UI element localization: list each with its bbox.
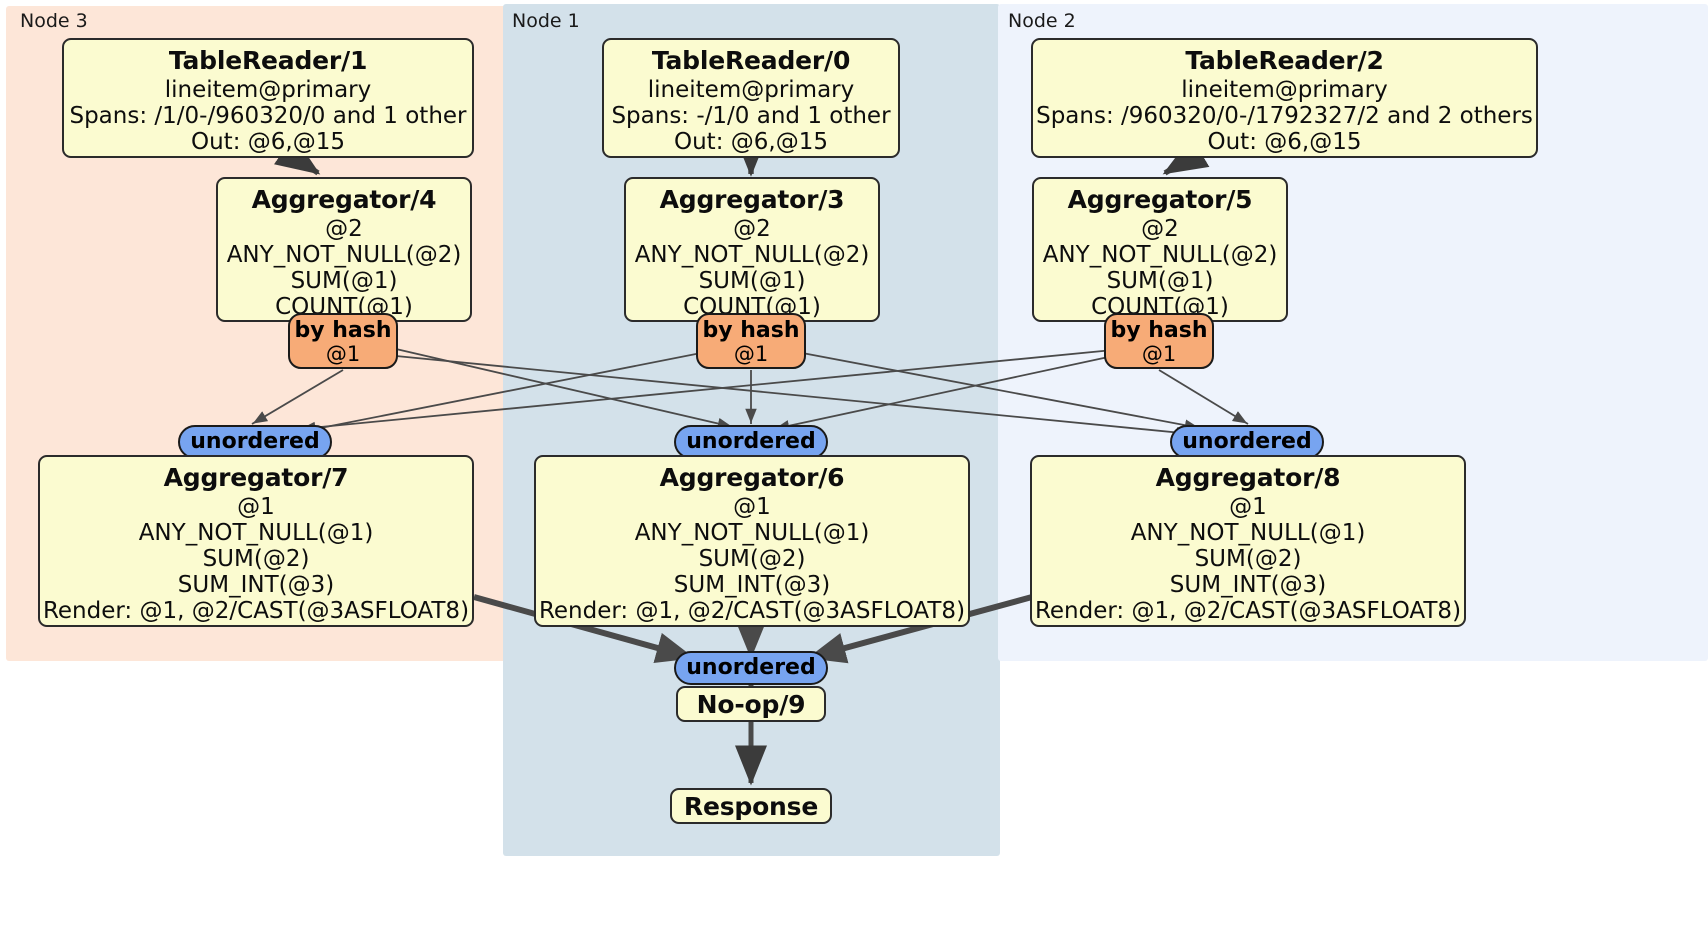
processor-line: @2	[1141, 215, 1179, 242]
processor-aggregator-8[interactable]: Aggregator/8 @1 ANY_NOT_NULL(@1) SUM(@2)…	[1030, 455, 1466, 627]
processor-aggregator-6[interactable]: Aggregator/6 @1 ANY_NOT_NULL(@1) SUM(@2)…	[534, 455, 970, 627]
processor-line: lineitem@primary	[647, 76, 855, 103]
router-by-hash-node2[interactable]: by hash @1	[1104, 313, 1214, 369]
processor-title: Aggregator/7	[163, 463, 349, 492]
processor-line: @2	[733, 215, 771, 242]
processor-line: Spans: -/1/0 and 1 other	[611, 102, 891, 129]
router-label: by hash	[1110, 318, 1208, 343]
processor-line: Render: @1, @2/CAST(@3ASFLOAT8)	[42, 598, 470, 625]
processor-title: TableReader/1	[168, 46, 368, 75]
processor-tablereader-0[interactable]: TableReader/0 lineitem@primary Spans: -/…	[602, 38, 900, 158]
processor-title: Aggregator/5	[1067, 185, 1253, 214]
processor-line: SUM(@1)	[698, 267, 806, 294]
router-detail: @1	[325, 342, 361, 367]
processor-response[interactable]: Response	[670, 788, 832, 824]
processor-line: ANY_NOT_NULL(@2)	[1042, 241, 1278, 268]
processor-aggregator-4[interactable]: Aggregator/4 @2 ANY_NOT_NULL(@2) SUM(@1)…	[216, 177, 472, 322]
processor-title: Aggregator/3	[659, 185, 845, 214]
node-label-node2: Node 2	[1008, 10, 1076, 32]
processor-line: SUM(@2)	[202, 545, 310, 572]
router-detail: @1	[1141, 342, 1177, 367]
router-unordered-node1[interactable]: unordered	[674, 425, 828, 459]
router-unordered-node3[interactable]: unordered	[178, 425, 332, 459]
processor-line: SUM_INT(@3)	[177, 572, 335, 599]
processor-line: Out: @6,@15	[1207, 128, 1362, 155]
processor-line: SUM(@2)	[1194, 545, 1302, 572]
processor-title: Aggregator/6	[659, 463, 845, 492]
processor-line: lineitem@primary	[164, 76, 372, 103]
node-label-node3: Node 3	[20, 10, 88, 32]
processor-title: TableReader/2	[1185, 46, 1384, 75]
processor-line: SUM(@1)	[1106, 267, 1214, 294]
processor-line: Out: @6,@15	[191, 128, 345, 155]
processor-line: ANY_NOT_NULL(@1)	[1130, 519, 1366, 546]
processor-line: ANY_NOT_NULL(@2)	[634, 241, 870, 268]
router-unordered-merge[interactable]: unordered	[674, 651, 828, 685]
router-detail: @1	[733, 342, 769, 367]
router-label: by hash	[294, 318, 392, 343]
processor-line: ANY_NOT_NULL(@1)	[634, 519, 870, 546]
processor-title: TableReader/0	[651, 46, 851, 75]
processor-title: Aggregator/8	[1155, 463, 1341, 492]
processor-line: Out: @6,@15	[674, 128, 828, 155]
router-by-hash-node3[interactable]: by hash @1	[288, 313, 398, 369]
processor-tablereader-1[interactable]: TableReader/1 lineitem@primary Spans: /1…	[62, 38, 474, 158]
processor-line: @1	[1229, 493, 1267, 520]
processor-line: @1	[733, 493, 771, 520]
processor-line: Spans: /960320/0-/1792327/2 and 2 others	[1036, 102, 1533, 129]
processor-line: Render: @1, @2/CAST(@3ASFLOAT8)	[538, 598, 966, 625]
processor-line: @1	[237, 493, 275, 520]
processor-line: ANY_NOT_NULL(@1)	[138, 519, 374, 546]
router-label: by hash	[702, 318, 800, 343]
processor-aggregator-7[interactable]: Aggregator/7 @1 ANY_NOT_NULL(@1) SUM(@2)…	[38, 455, 474, 627]
processor-aggregator-3[interactable]: Aggregator/3 @2 ANY_NOT_NULL(@2) SUM(@1)…	[624, 177, 880, 322]
processor-aggregator-5[interactable]: Aggregator/5 @2 ANY_NOT_NULL(@2) SUM(@1)…	[1032, 177, 1288, 322]
processor-line: lineitem@primary	[1181, 76, 1388, 103]
processor-line: SUM_INT(@3)	[673, 572, 831, 599]
processor-line: Render: @1, @2/CAST(@3ASFLOAT8)	[1034, 598, 1462, 625]
router-by-hash-node1[interactable]: by hash @1	[696, 313, 806, 369]
processor-noop-9[interactable]: No-op/9	[676, 686, 826, 722]
processor-title: Response	[683, 792, 819, 821]
processor-tablereader-2[interactable]: TableReader/2 lineitem@primary Spans: /9…	[1031, 38, 1538, 158]
processor-line: SUM(@2)	[698, 545, 806, 572]
processor-line: SUM_INT(@3)	[1169, 572, 1327, 599]
processor-title: No-op/9	[696, 690, 806, 719]
processor-line: SUM(@1)	[290, 267, 398, 294]
processor-line: @2	[325, 215, 363, 242]
processor-line: Spans: /1/0-/960320/0 and 1 other	[69, 102, 467, 129]
node-label-node1: Node 1	[512, 10, 580, 32]
processor-title: Aggregator/4	[251, 185, 437, 214]
router-unordered-node2[interactable]: unordered	[1170, 425, 1324, 459]
processor-line: ANY_NOT_NULL(@2)	[226, 241, 462, 268]
